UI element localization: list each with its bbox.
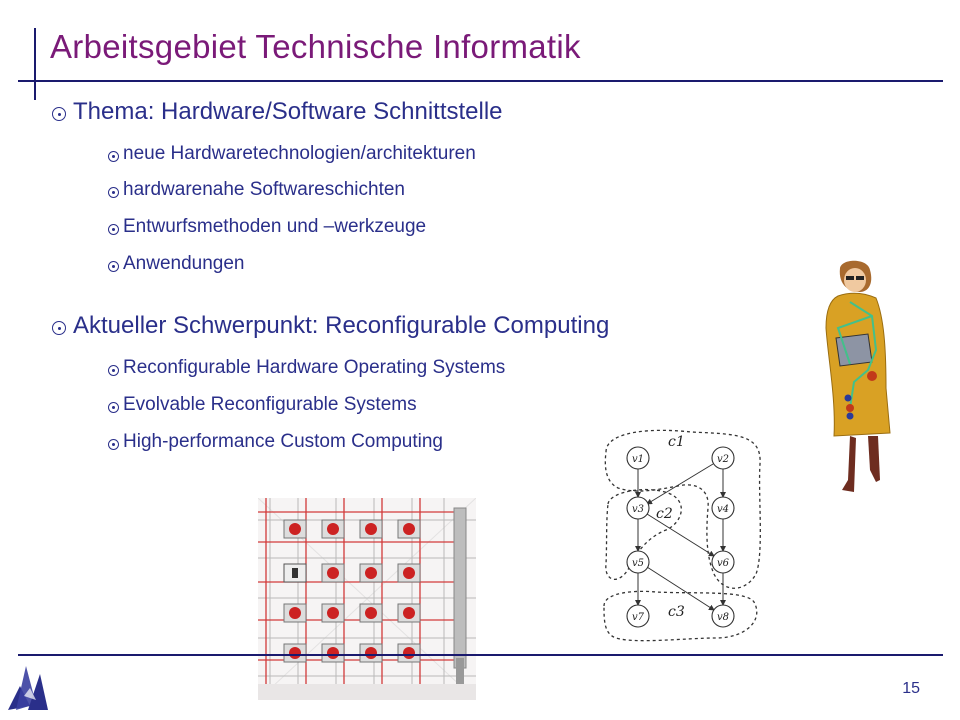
list-item: High-performance Custom Computing — [123, 431, 443, 452]
list-item: hardwarenahe Softwareschichten — [123, 179, 406, 200]
node-label: v3 — [632, 504, 644, 515]
node-label: v8 — [717, 612, 729, 623]
cluster-label: c1 — [668, 434, 685, 450]
cluster-label: c2 — [656, 506, 673, 522]
fpga-array-image — [258, 498, 476, 700]
bullet-icon — [108, 261, 119, 272]
node-label: v2 — [717, 454, 729, 465]
cluster-graph-diagram: v1 v2 v3 v4 v5 v6 v7 v8 c1 c2 c3 — [603, 429, 761, 642]
node-label: v7 — [632, 612, 645, 623]
slide-title: Arbeitsgebiet Technische Informatik — [50, 28, 581, 65]
bullet-icon — [108, 151, 119, 162]
list-item: Reconfigurable Hardware Operating System… — [123, 357, 506, 378]
page-number: 15 — [902, 680, 920, 697]
section-heading-1: Thema: Hardware/Software Schnittstelle — [73, 98, 503, 125]
title-left-rule — [34, 28, 36, 80]
title-underline — [18, 80, 943, 82]
bullet-icon — [108, 402, 119, 413]
university-logo-icon — [8, 666, 48, 710]
section-heading-2: Aktueller Schwerpunkt: Reconfigurable Co… — [73, 312, 610, 339]
footer-rule — [18, 654, 943, 656]
bullet-icon — [108, 365, 119, 376]
bullet-icon — [52, 107, 66, 121]
list-item: Evolvable Reconfigurable Systems — [123, 394, 417, 415]
list-item: neue Hardwaretechnologien/architekturen — [123, 143, 476, 164]
cluster-label: c3 — [668, 604, 685, 620]
list-item: Anwendungen — [123, 253, 245, 274]
node-label: v1 — [632, 454, 644, 465]
bullet-icon — [108, 224, 119, 235]
bullet-icon — [108, 439, 119, 450]
node-label: v5 — [632, 558, 644, 569]
list-item: Entwurfsmethoden und –werkzeuge — [123, 216, 427, 237]
person-clipart — [825, 260, 891, 492]
bullet-icon — [52, 321, 66, 335]
title-left-rule-lower — [34, 82, 36, 100]
node-label: v6 — [717, 558, 730, 569]
bullet-icon — [108, 187, 119, 198]
node-label: v4 — [717, 504, 729, 515]
